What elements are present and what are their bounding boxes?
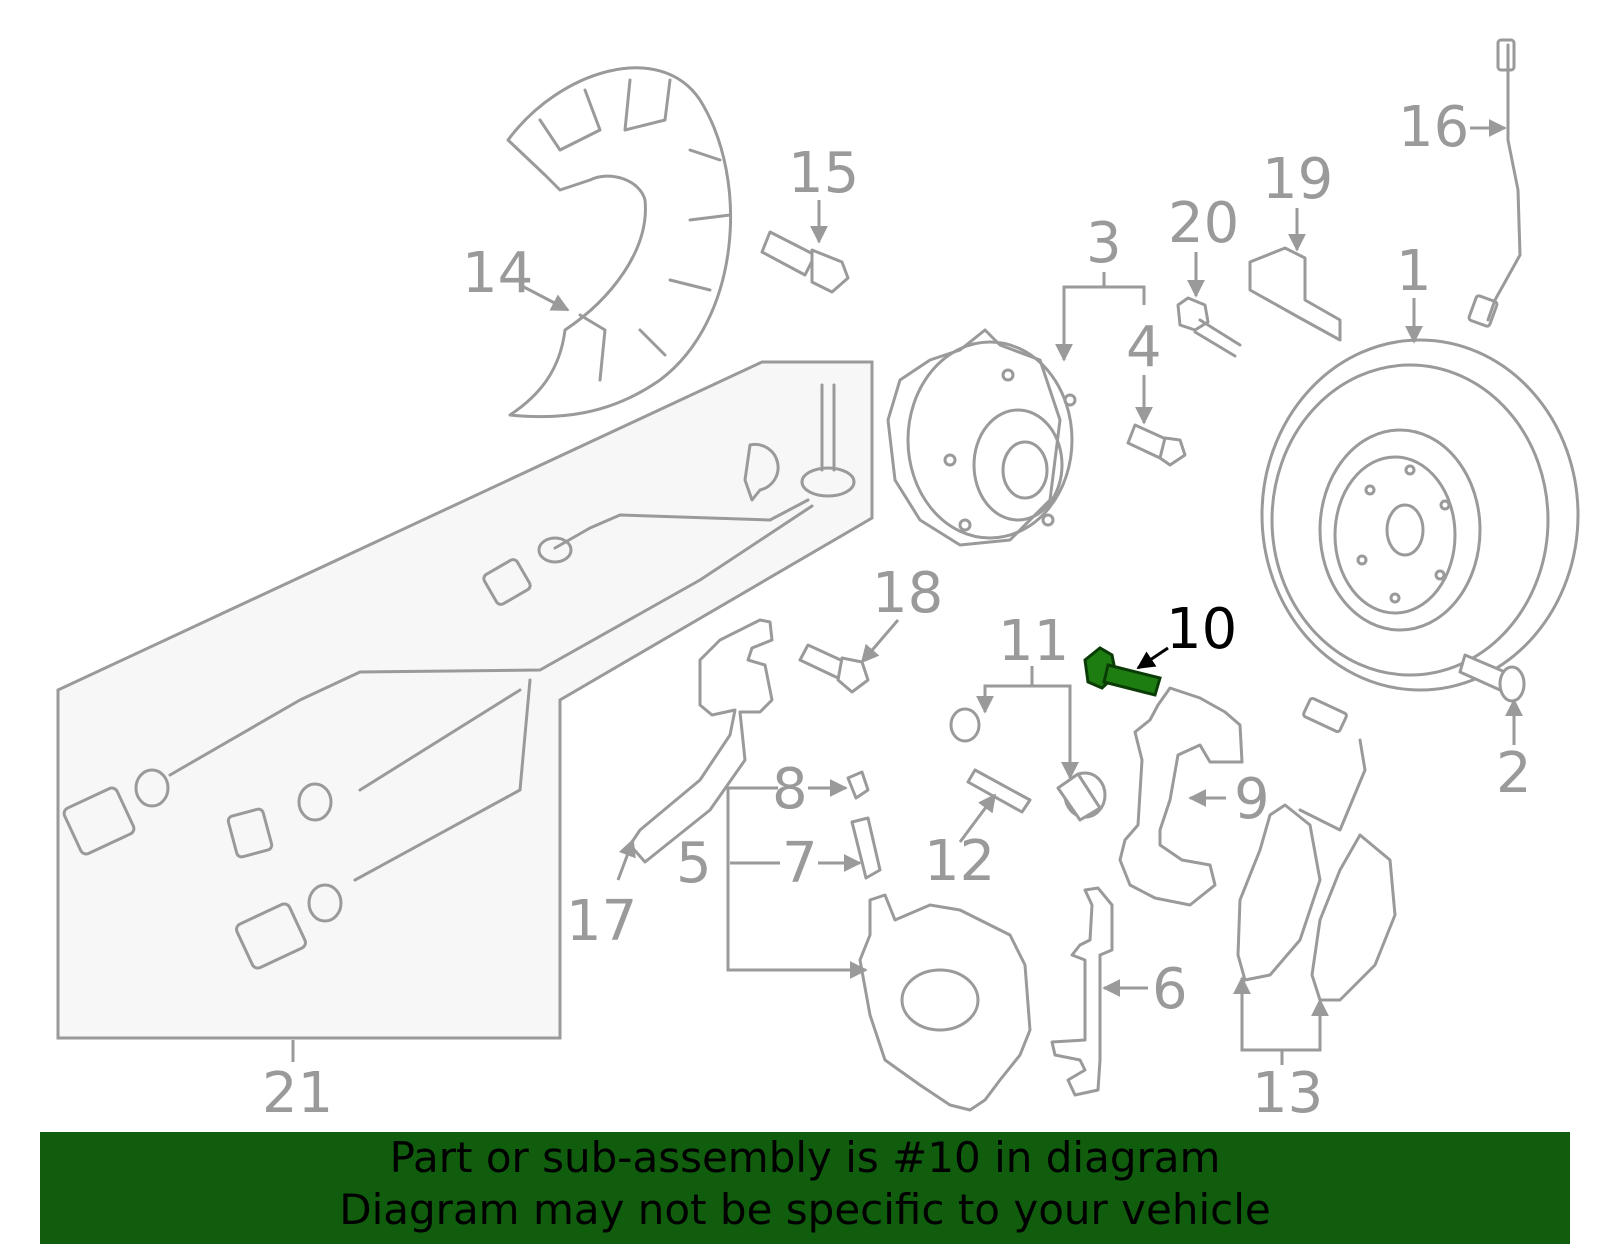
callout-12: 12 xyxy=(924,829,995,894)
leader-lines xyxy=(291,119,1523,1065)
bolt-20 xyxy=(1176,296,1242,358)
callout-1: 1 xyxy=(1396,239,1432,304)
callout-18: 18 xyxy=(872,561,943,626)
callout-9: 9 xyxy=(1234,767,1270,832)
sensor-harness-panel xyxy=(56,360,874,1040)
callout-3: 3 xyxy=(1086,211,1122,276)
bolt-15 xyxy=(760,230,850,294)
callout-8: 8 xyxy=(772,757,808,822)
callout-5: 5 xyxy=(676,831,712,896)
guide-bolt-highlighted xyxy=(1083,646,1162,697)
banner-line-disclaimer: Diagram may not be specific to your vehi… xyxy=(339,1185,1271,1234)
guide-pin xyxy=(966,768,1032,814)
brake-caliper xyxy=(858,893,1032,1112)
guide-bushings xyxy=(949,707,1107,822)
callout-19: 19 xyxy=(1262,147,1333,212)
banner-line-part: Part or sub-assembly is #10 in diagram xyxy=(389,1133,1221,1182)
callout-labels: 1 2 3 4 5 6 7 8 9 10 11 12 13 14 15 16 1… xyxy=(262,95,1532,1126)
callout-21: 21 xyxy=(262,1061,333,1126)
hub-bolt xyxy=(1126,423,1187,467)
brake-rotor xyxy=(1260,338,1580,692)
callout-13: 13 xyxy=(1252,1061,1323,1126)
brake-hose xyxy=(1467,38,1522,328)
callout-10-highlighted: 10 xyxy=(1166,597,1237,662)
wheel-hub xyxy=(886,328,1077,547)
callout-15: 15 xyxy=(788,141,859,206)
spring-clip xyxy=(1050,886,1114,1097)
bleeder-screw xyxy=(850,816,882,880)
callout-16: 16 xyxy=(1398,95,1469,160)
info-banner: Part or sub-assembly is #10 in diagram D… xyxy=(40,1132,1570,1244)
hose-bracket xyxy=(1248,246,1342,342)
callout-14: 14 xyxy=(462,241,533,306)
anchor-bracket xyxy=(628,618,774,864)
callout-20: 20 xyxy=(1168,191,1239,256)
callout-4: 4 xyxy=(1126,315,1162,380)
bleeder-cap xyxy=(846,770,870,800)
splash-shield xyxy=(506,66,732,419)
callout-7: 7 xyxy=(782,831,818,896)
callout-2: 2 xyxy=(1496,741,1532,806)
caliper-carrier xyxy=(1118,686,1244,907)
callout-6: 6 xyxy=(1152,957,1188,1022)
rotor-screw xyxy=(1458,653,1526,703)
callout-17: 17 xyxy=(566,889,637,954)
bolt-18 xyxy=(798,643,870,694)
callout-11: 11 xyxy=(998,609,1069,674)
brake-pads xyxy=(1236,696,1397,1002)
